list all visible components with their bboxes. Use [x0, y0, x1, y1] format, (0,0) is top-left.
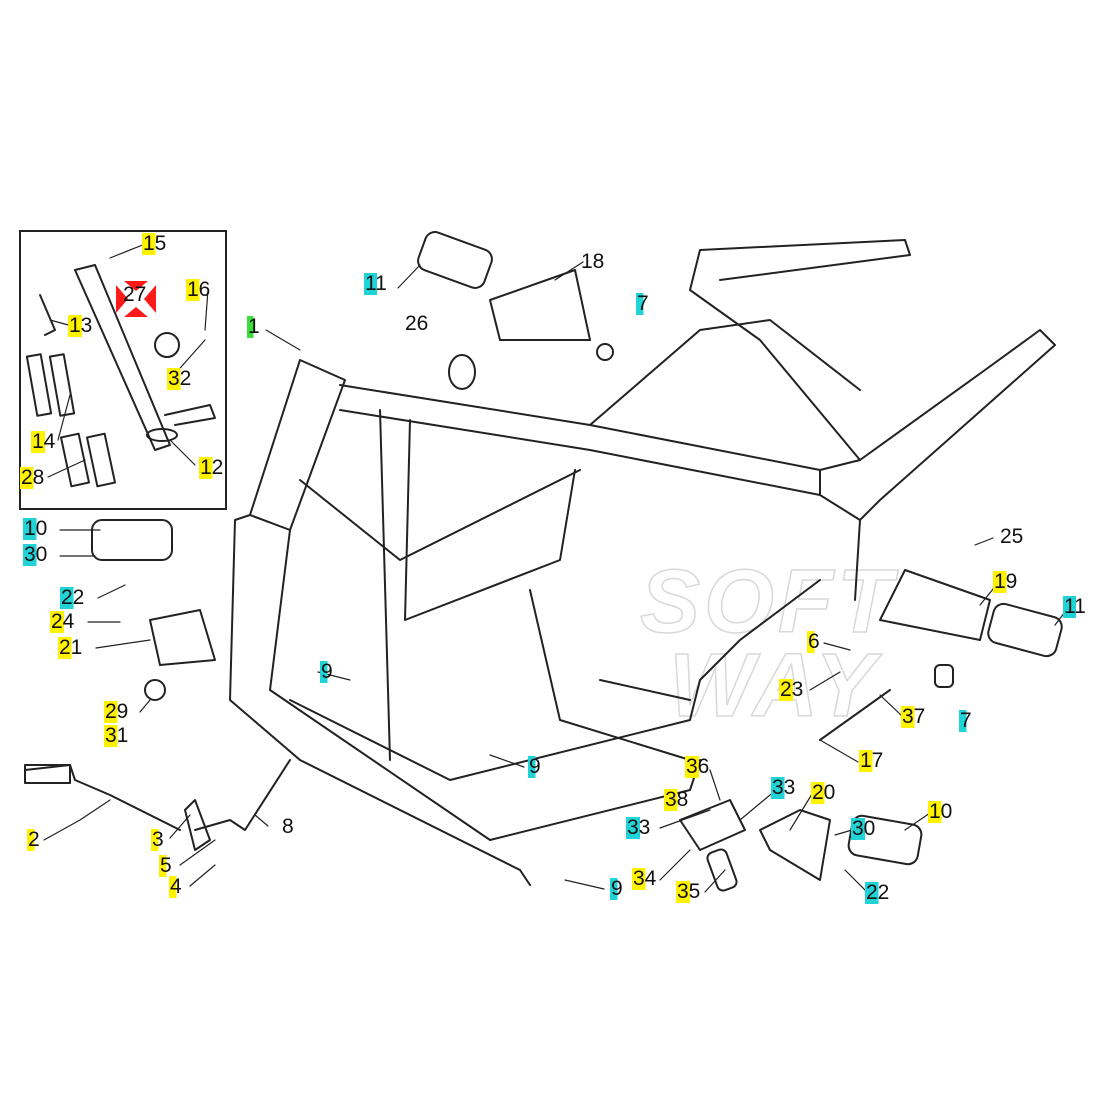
part-label[interactable]: 7 [959, 709, 973, 732]
footpeg-right [819, 569, 1063, 741]
part-label[interactable]: 38 [664, 788, 690, 811]
part-label[interactable]: 30 [23, 543, 49, 566]
left-parts [24, 519, 291, 851]
part-label[interactable]: 32 [167, 367, 193, 390]
part-label[interactable]: 19 [993, 570, 1019, 593]
part-label[interactable]: 35 [676, 880, 702, 903]
part-label[interactable]: 33 [626, 816, 652, 839]
watermark: SOFT WAY [639, 552, 896, 736]
part-label[interactable]: 18 [581, 250, 605, 273]
part-label[interactable]: 9 [610, 877, 624, 900]
part-label[interactable]: 13 [68, 314, 94, 337]
part-label[interactable]: 22 [865, 881, 891, 904]
part-label[interactable]: 2 [27, 828, 41, 851]
side-stand-inset [25, 264, 216, 488]
part-label[interactable]: 9 [320, 660, 334, 683]
frame-tubes [229, 239, 1056, 886]
part-label[interactable]: 26 [405, 312, 429, 335]
part-label[interactable]: 25 [1000, 525, 1024, 548]
part-label[interactable]: 7 [636, 292, 650, 315]
leader-lines [43, 243, 1069, 894]
part-label[interactable]: 28 [20, 466, 46, 489]
part-label[interactable]: 34 [632, 867, 658, 890]
rear-brake-parts [679, 799, 923, 892]
part-label[interactable]: 23 [779, 678, 805, 701]
part-label-selected[interactable]: 27 [123, 283, 147, 306]
part-label[interactable]: 14 [31, 430, 57, 453]
part-label[interactable]: 33 [771, 776, 797, 799]
part-label[interactable]: 5 [159, 854, 173, 877]
footpeg-upper [417, 231, 614, 390]
part-label[interactable]: 24 [50, 610, 76, 633]
part-label[interactable]: 8 [282, 815, 294, 838]
part-label[interactable]: 30 [851, 817, 877, 840]
side-stand-inset-box [19, 230, 227, 510]
part-label[interactable]: 3 [151, 828, 165, 851]
part-label[interactable]: 17 [859, 749, 885, 772]
highlight-marker-icon [116, 281, 156, 317]
part-label[interactable]: 37 [901, 705, 927, 728]
part-label[interactable]: 4 [169, 875, 183, 898]
part-label[interactable]: 12 [199, 456, 225, 479]
part-label[interactable]: 11 [364, 272, 388, 295]
part-label[interactable]: 36 [685, 755, 711, 778]
part-label[interactable]: 29 [104, 700, 130, 723]
part-label[interactable]: 31 [104, 724, 130, 747]
part-label[interactable]: 22 [60, 586, 86, 609]
part-label[interactable]: 9 [528, 755, 542, 778]
part-label[interactable]: 15 [142, 232, 168, 255]
part-label[interactable]: 20 [811, 781, 837, 804]
part-label[interactable]: 21 [58, 636, 84, 659]
part-label[interactable]: 6 [807, 630, 821, 653]
part-label[interactable]: 16 [186, 278, 212, 301]
part-label[interactable]: 1 [247, 315, 261, 338]
part-label[interactable]: 10 [23, 517, 49, 540]
part-label[interactable]: 10 [928, 800, 954, 823]
part-label[interactable]: 11 [1063, 595, 1087, 618]
